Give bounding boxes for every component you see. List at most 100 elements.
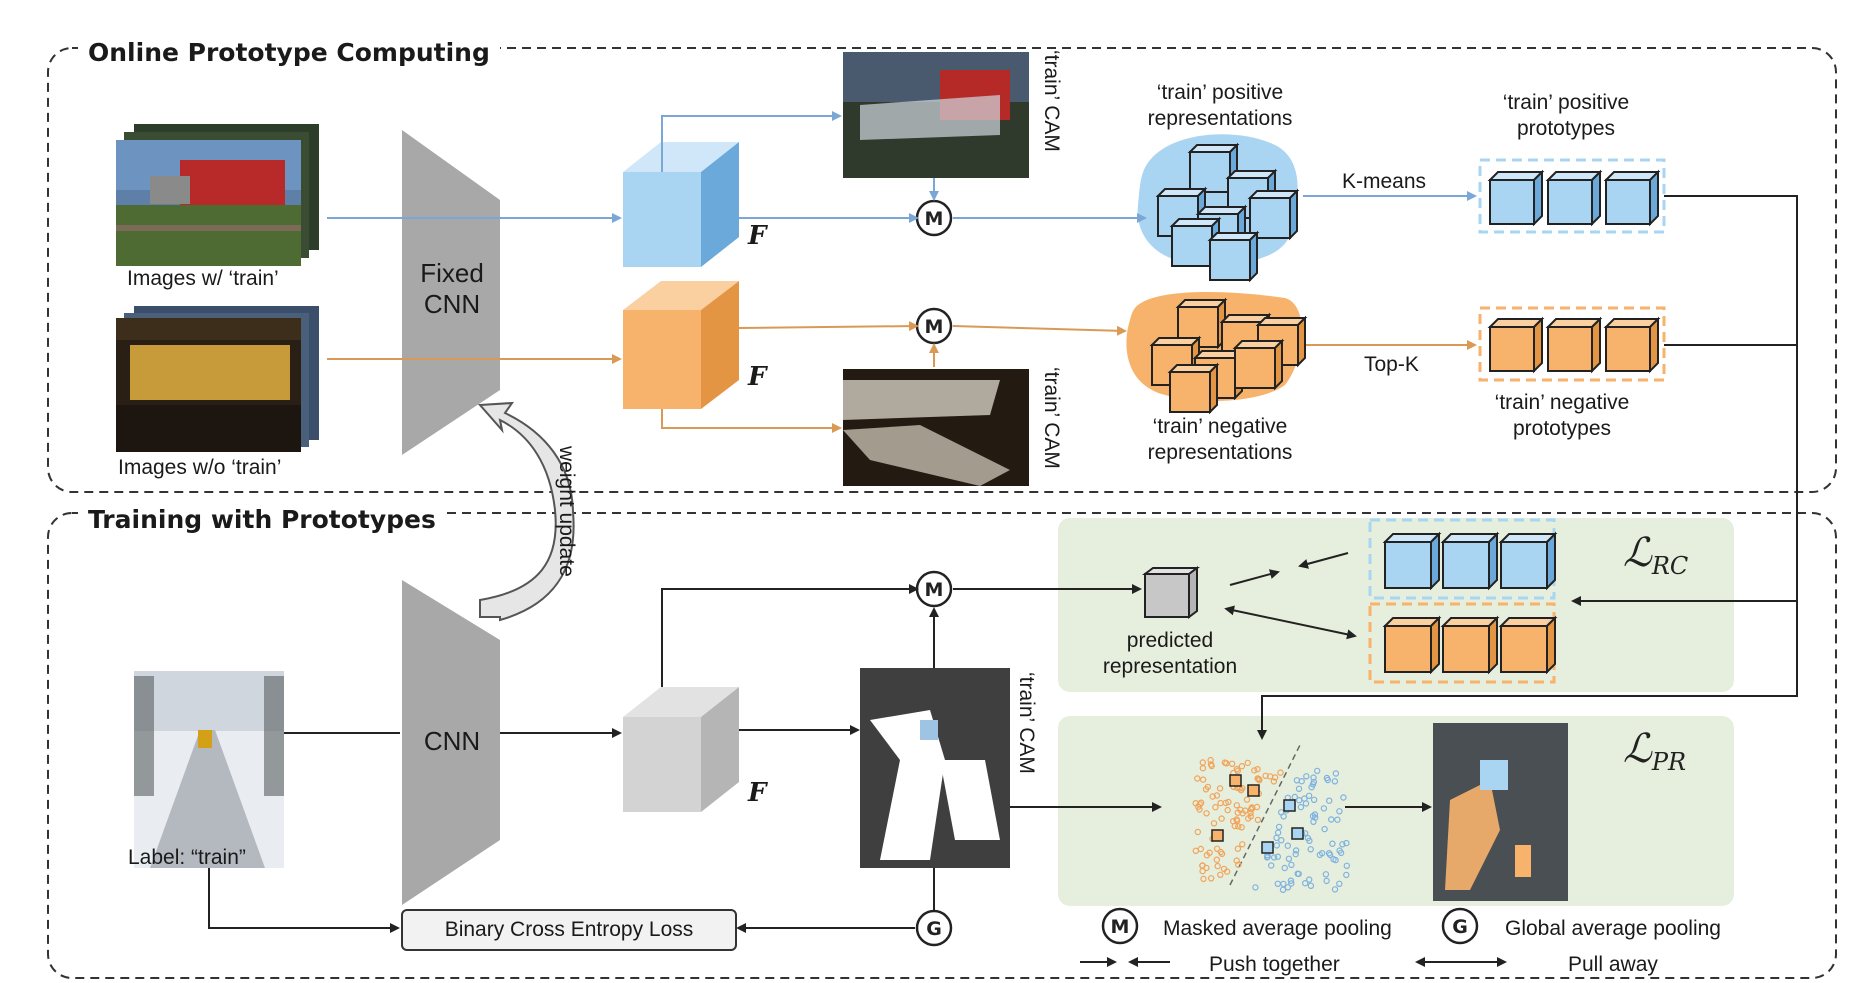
- topk-label: Top-K: [1364, 353, 1419, 376]
- positive-point: [1320, 805, 1328, 812]
- positive-point: [1284, 884, 1292, 891]
- rc-positive-prototype-cube: [1440, 531, 1500, 591]
- positive-point: [1343, 871, 1350, 879]
- negative-point: [1244, 759, 1251, 767]
- negative-point: [1238, 763, 1246, 770]
- positive-point: [1309, 781, 1317, 788]
- positive-point: [1311, 811, 1319, 818]
- negative-point: [1195, 803, 1202, 810]
- images-without-label: Images w/o ‘train’: [118, 456, 282, 479]
- neg-repr-line2: representations: [1147, 441, 1293, 465]
- positive-point: [1327, 816, 1335, 823]
- positive-feature-cube: [623, 142, 739, 267]
- positive-point: [1273, 834, 1280, 842]
- positive-point: [1274, 853, 1282, 860]
- positive-prototype-cube: [1487, 169, 1545, 227]
- negative-cam-label: ‘train’ CAM: [1040, 367, 1063, 469]
- positive-point: [1301, 795, 1308, 802]
- positive-point: [1292, 847, 1300, 854]
- predicted-representation-cube: [1142, 566, 1200, 619]
- negative-point: [1218, 815, 1225, 822]
- positive-point: [1305, 876, 1313, 883]
- online-section-frame: [47, 47, 1837, 493]
- positive-point: [1252, 884, 1259, 891]
- map-node-training-text: M: [925, 579, 944, 601]
- embedding-scatter: [1192, 756, 1351, 894]
- positive-point: [1306, 837, 1313, 845]
- loss-rc-subscript: RC: [1651, 552, 1689, 580]
- negative-prototype-cube: [1545, 316, 1603, 374]
- negative-point: [1203, 864, 1210, 872]
- positive-point: [1274, 880, 1282, 888]
- positive-point: [1288, 861, 1295, 869]
- negative-representation-cube: [1232, 338, 1285, 391]
- positive-cam-label: ‘train’ CAM: [1040, 50, 1063, 152]
- negative-point: [1213, 845, 1221, 853]
- positive-point: [1343, 862, 1351, 870]
- positive-point: [1307, 882, 1315, 890]
- positive-point: [1321, 825, 1328, 833]
- gap-node-training-text: G: [926, 918, 942, 940]
- rc-positive-prototypes-box: [1368, 518, 1556, 600]
- negative-representations-label: ‘train’ negative representations: [1148, 414, 1293, 467]
- positive-representations-label: ‘train’ positive representations: [1148, 80, 1293, 133]
- positive-prototype-point: [1283, 799, 1296, 812]
- negative-point: [1224, 806, 1231, 814]
- positive-cam-image: [843, 52, 1029, 178]
- legend-map-node: M: [1101, 907, 1139, 945]
- legend-map-node-text: M: [1111, 916, 1130, 938]
- positive-point: [1287, 877, 1295, 884]
- legend-map-label: Masked average pooling: [1163, 917, 1392, 940]
- negative-point: [1207, 756, 1214, 764]
- positive-point: [1310, 774, 1317, 781]
- positive-point: [1322, 871, 1330, 878]
- fixed-cnn-block: [402, 130, 500, 455]
- negative-point: [1237, 786, 1245, 794]
- negative-point: [1194, 775, 1201, 782]
- positive-point: [1305, 792, 1313, 800]
- positive-point: [1325, 797, 1333, 804]
- negative-point: [1213, 792, 1221, 799]
- negative-point: [1220, 865, 1228, 873]
- gap-node-training: G: [915, 909, 953, 947]
- positive-point: [1303, 773, 1310, 780]
- positive-point: [1336, 808, 1343, 815]
- map-node-negative-text: M: [925, 316, 944, 338]
- negative-point: [1256, 777, 1263, 784]
- label-image: [134, 671, 284, 868]
- negative-point: [1207, 761, 1215, 768]
- negative-point: [1233, 802, 1241, 809]
- positive-point: [1275, 823, 1283, 831]
- negative-point: [1209, 793, 1216, 800]
- legend-pull-label: Pull away: [1568, 953, 1658, 976]
- negative-point: [1248, 804, 1256, 811]
- negative-point: [1262, 772, 1269, 780]
- map-node-positive-text: M: [925, 208, 944, 230]
- negative-point: [1213, 856, 1221, 863]
- fixed-cnn-line1: Fixed: [420, 258, 484, 288]
- negative-point: [1254, 775, 1261, 782]
- rc-negative-prototype-cube: [1382, 615, 1442, 675]
- negative-point: [1197, 845, 1205, 853]
- negative-point: [1217, 799, 1224, 807]
- negative-point: [1229, 818, 1237, 825]
- legend-gap-label: Global average pooling: [1505, 917, 1721, 940]
- positive-point: [1285, 855, 1293, 863]
- rc-positive-prototype-cube: [1498, 531, 1558, 591]
- negative-prototype-point: [1211, 829, 1224, 842]
- negative-point: [1207, 875, 1215, 882]
- negative-prototype-point: [1247, 784, 1260, 797]
- positive-point: [1307, 846, 1314, 853]
- positive-point: [1284, 842, 1292, 849]
- predicted-representation-label: predicted representation: [1103, 628, 1237, 681]
- neg-repr-line1: ‘train’ negative: [1152, 415, 1288, 438]
- training-section-title: Training with Prototypes: [78, 505, 446, 534]
- negative-point: [1254, 766, 1261, 773]
- pos-repr-line2: representations: [1147, 107, 1293, 131]
- positive-representation-cube: [1207, 230, 1260, 283]
- negative-point: [1251, 767, 1258, 774]
- connections: [208, 111, 1798, 967]
- positive-point: [1331, 778, 1339, 785]
- rc-negative-prototypes-box: [1368, 602, 1556, 684]
- positive-point: [1339, 841, 1346, 848]
